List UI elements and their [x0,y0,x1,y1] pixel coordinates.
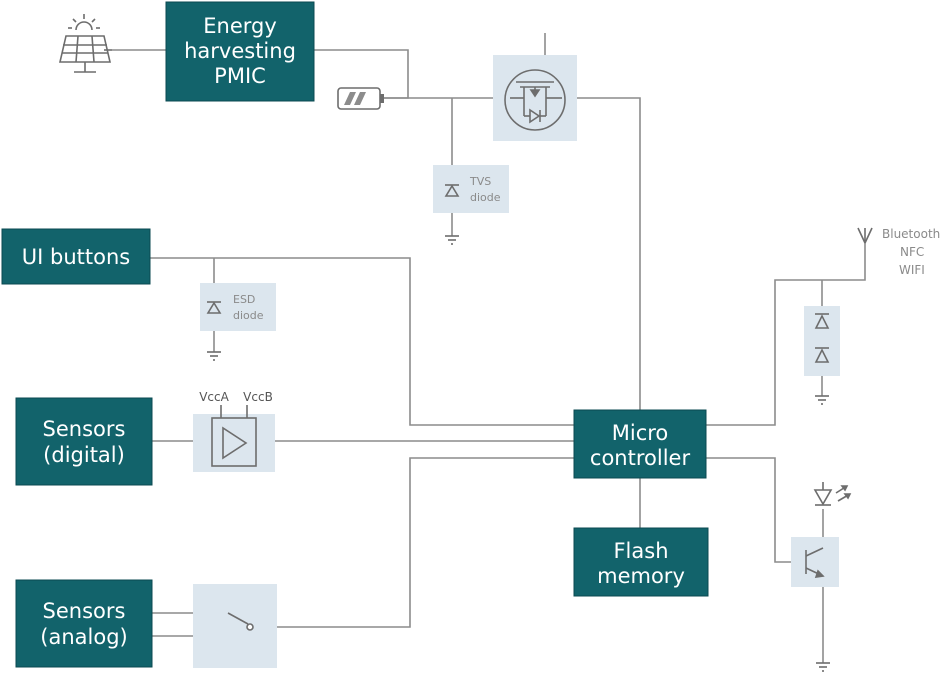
tvs-label-line2: diode [470,191,501,204]
ground-icon [815,395,829,405]
wires [112,33,866,663]
tvs-diode-background [433,165,509,213]
battery-icon [337,87,384,110]
transistor-icon [805,547,825,578]
wire-buttons-mcu [150,257,574,426]
level-shifter-icon [211,405,257,467]
vcca-label: VccA [199,390,229,404]
esd-label-line1: ESD [233,293,255,306]
wireless-label-line2: NFC [900,245,924,259]
flash-label-line1: Flash [613,539,668,563]
ui-buttons-block: UI buttons [1,228,151,285]
sensors-analog-label-line2: (analog) [40,625,127,649]
wire-pmic-battery [314,49,409,99]
transistor-background [791,537,839,587]
ground-icon [207,351,221,361]
solar-panel-icon [58,14,112,73]
energy-harvesting-pmic-block: Energy harvesting PMIC [165,1,315,102]
sensors-digital-label-line2: (digital) [43,443,125,467]
tvs-diode-icon [444,184,460,197]
flash-label-line2: memory [597,564,685,588]
bidirectional-tvs-icon [814,313,830,363]
sensors-analog-block: Sensors (analog) [15,579,153,668]
tvs-label-line1: TVS [469,175,491,188]
vccb-label: VccB [243,390,273,404]
esd-label-line2: diode [233,309,264,322]
wire-switch-mcu [252,457,574,628]
ground-icon [816,662,830,672]
esd-diode-icon [206,301,222,314]
mosfet-icon [504,69,566,131]
pmic-label-line3: PMIC [214,64,266,88]
wireless-label-line3: WIFI [899,263,925,277]
flash-memory-block: Flash memory [573,527,709,597]
led-icon [813,482,852,506]
ui-buttons-label: UI buttons [22,245,130,269]
sensors-digital-label-line1: Sensors [43,417,126,441]
antenna-icon [857,227,873,244]
micro-label-line1: Micro [612,421,669,445]
analog-switch-background [193,584,277,668]
wire-mcu-antenna [706,243,866,426]
esd-diode-background [200,283,276,331]
sensors-digital-block: Sensors (digital) [15,397,153,486]
ground-icon [445,235,459,245]
wire-mcu-transistor [706,457,806,563]
wireless-label-line1: Bluetooth [882,227,940,241]
microcontroller-block: Micro controller [573,409,707,479]
pmic-label-line2: harvesting [184,39,296,63]
sensors-analog-label-line1: Sensors [43,599,126,623]
micro-label-line2: controller [590,446,691,470]
pmic-label-line1: Energy [203,14,277,38]
wire-mosfet-mcu [562,97,641,410]
analog-switch-icon [227,612,254,631]
